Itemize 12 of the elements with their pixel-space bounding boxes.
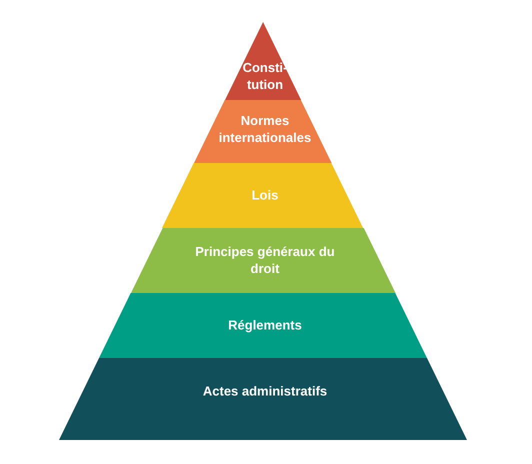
pyramid-tier	[194, 100, 332, 163]
pyramid-tier	[130, 228, 396, 293]
pyramid-tier	[99, 293, 427, 358]
tier-label: Principes généraux du droit	[194, 243, 336, 277]
tier-label: Actes administratifs	[202, 382, 328, 400]
tier-label: Consti-tution	[242, 59, 288, 93]
tier-label: Réglements	[228, 316, 302, 334]
tier-label: Normes internationales	[218, 112, 312, 146]
pyramid-tier	[162, 163, 364, 228]
pyramid-tier	[59, 358, 467, 440]
tier-label: Lois	[252, 186, 278, 204]
pyramid-tier	[224, 22, 302, 100]
